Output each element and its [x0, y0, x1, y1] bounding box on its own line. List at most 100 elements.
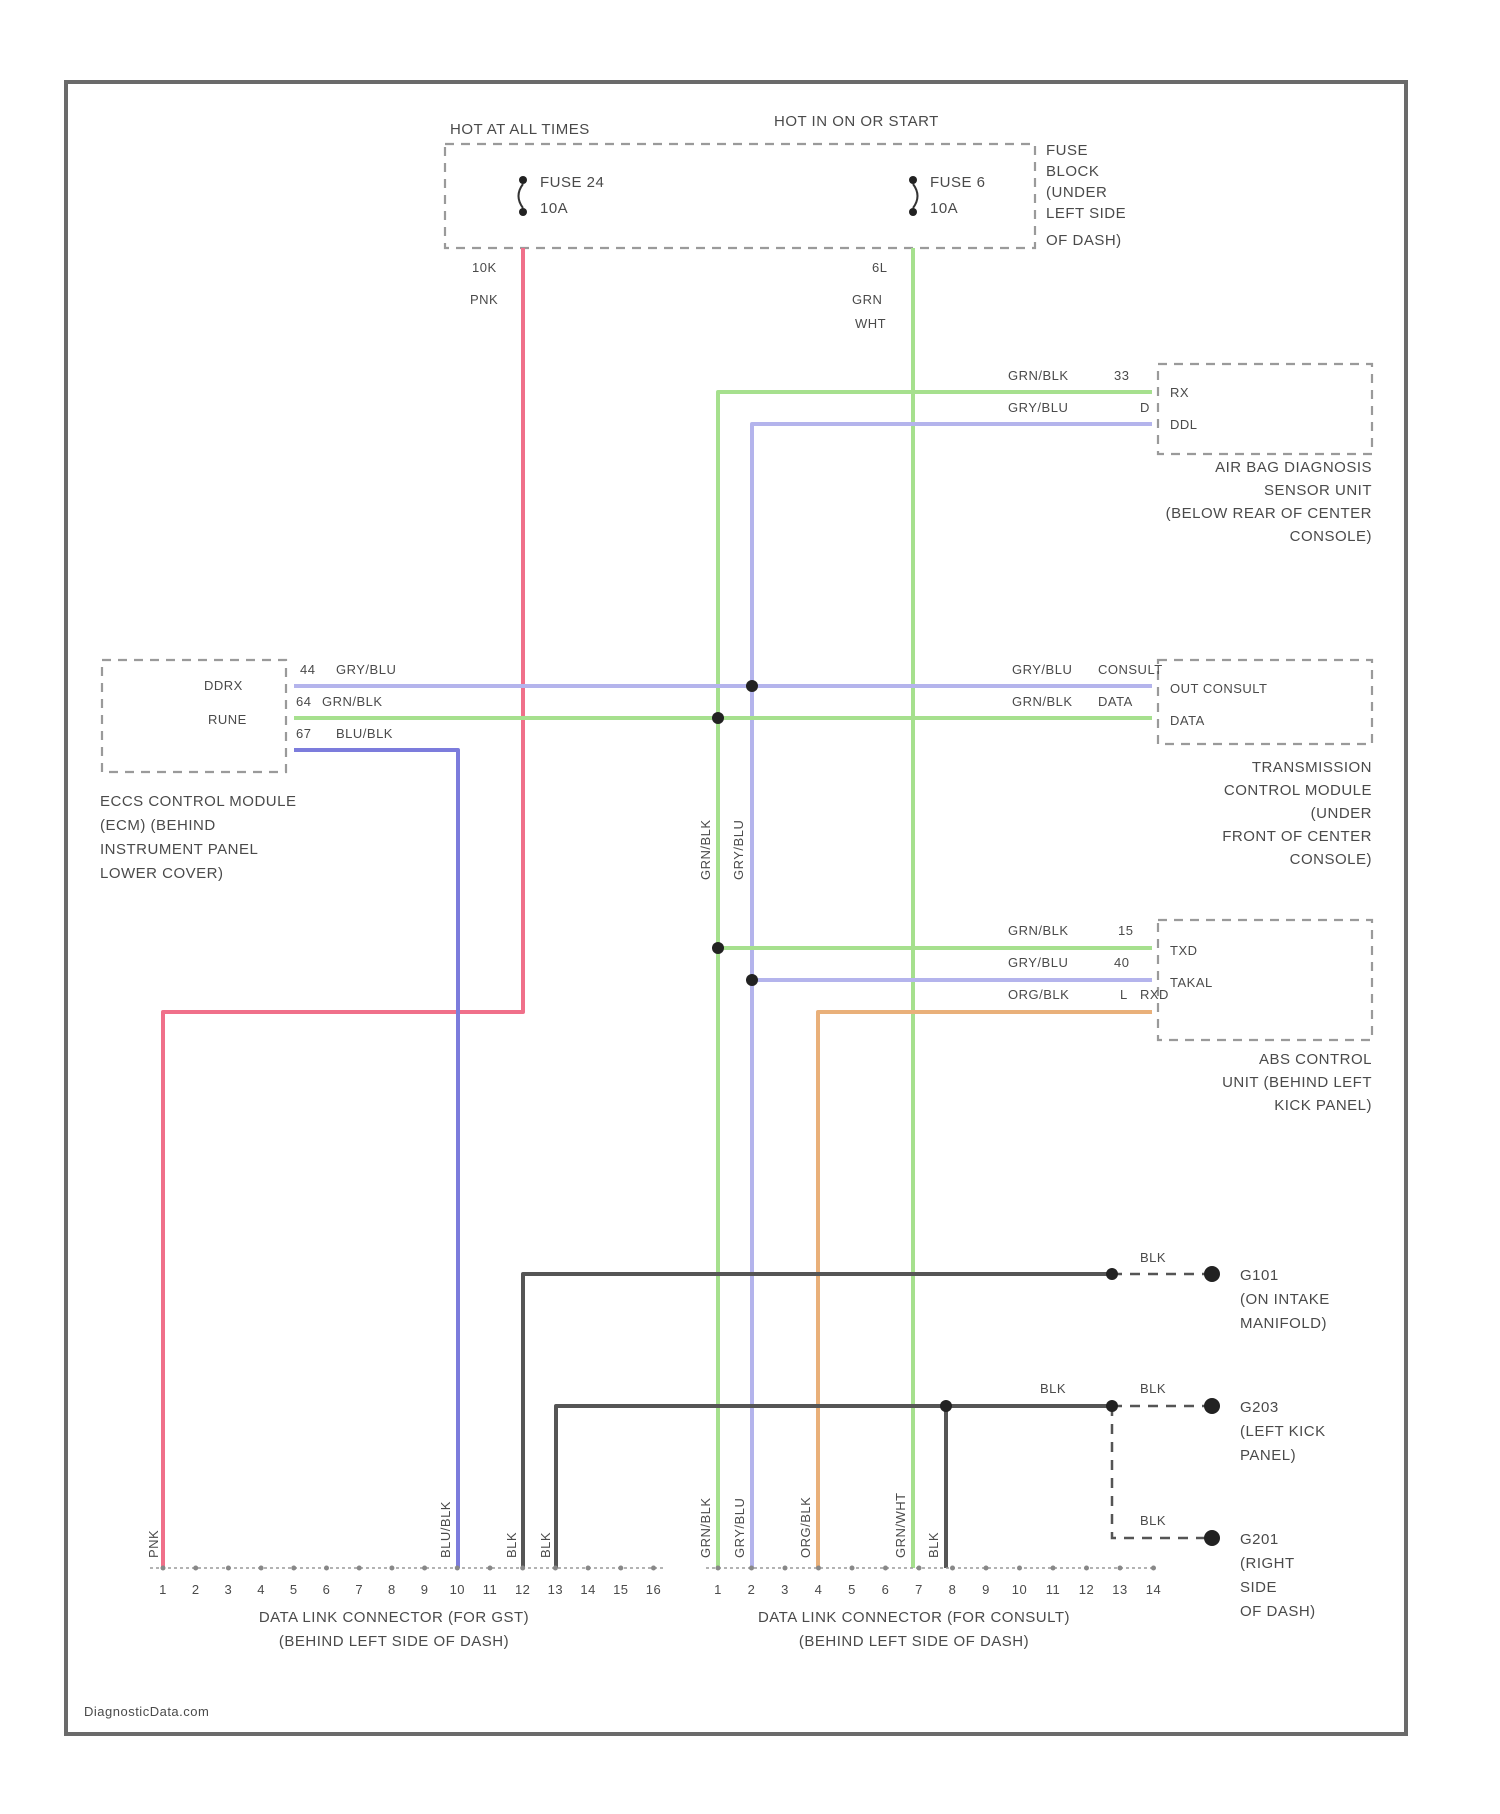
gst-pin-dot [259, 1566, 264, 1571]
ground-g203-name-1: G203 [1240, 1399, 1279, 1416]
tcm-outline [1158, 660, 1372, 744]
airbag-unit-outline [1158, 364, 1372, 454]
consult-pin-number: 5 [848, 1582, 856, 1597]
eccs-pin-3: 67 [296, 726, 311, 741]
gst-pin-number: 2 [192, 1582, 200, 1597]
eccs-module-outline [102, 660, 286, 772]
consult-pin-dot [1017, 1566, 1022, 1571]
abs-term-1: TXD [1170, 943, 1198, 958]
gst-pin-number: 4 [257, 1582, 265, 1597]
ground-g101-wire: BLK [1140, 1250, 1166, 1265]
hot-at-all-times-label: HOT AT ALL TIMES [450, 121, 590, 138]
ground-g201-name-3: SIDE [1240, 1579, 1277, 1596]
consult-wire-pin-4: ORG/BLK [798, 1497, 813, 1558]
consult-name-1: DATA LINK CONNECTOR (FOR CONSULT) [758, 1609, 1070, 1626]
consult-pin-dot [883, 1566, 888, 1571]
wire-pink [163, 248, 523, 1568]
ground-g201-wire: BLK [1140, 1513, 1166, 1528]
gst-pin-dot [520, 1566, 525, 1571]
trunk-label-green-black: GRN/BLK [698, 819, 713, 880]
consult-pin-number: 4 [815, 1582, 823, 1597]
ground-g203-name-3: PANEL) [1240, 1447, 1296, 1464]
ground-g203-name-2: (LEFT KICK [1240, 1423, 1326, 1440]
gst-pin-number: 7 [355, 1582, 363, 1597]
consult-wire-pin-7: GRN/WHT [893, 1492, 908, 1558]
fuse-block-location-3: (UNDER [1046, 184, 1107, 201]
ground-g101-icon [1204, 1266, 1220, 1282]
transmission-control-module: GRY/BLU CONSULT GRN/BLK DATA OUT CONSULT… [1012, 660, 1372, 868]
eccs-pin-1: 44 [300, 662, 315, 677]
fuse-6-icon [913, 184, 918, 208]
eccs-control-module: DDRX RUNE 44 GRY/BLU 64 GRN/BLK 67 BLU/B… [100, 660, 396, 882]
airbag-term-rx: RX [1170, 385, 1189, 400]
gst-pin-dot [357, 1566, 362, 1571]
abs-wire-1: GRN/BLK [1008, 923, 1069, 938]
consult-pin-number: 13 [1112, 1582, 1127, 1597]
airbag-pin-rx: 33 [1114, 368, 1129, 383]
consult-pin-number: 1 [714, 1582, 722, 1597]
fuse-24-wire-label: PNK [470, 292, 498, 307]
ground-g101-name-1: G101 [1240, 1267, 1279, 1284]
airbag-name-4: CONSOLE) [1290, 528, 1372, 545]
fuse-24-terminal-top [519, 176, 527, 184]
gst-pin-number: 9 [421, 1582, 429, 1597]
tcm-wire-2: GRN/BLK [1012, 694, 1073, 709]
eccs-term-1: DDRX [204, 678, 243, 693]
gst-pin-number: 14 [580, 1582, 595, 1597]
eccs-name-1: ECCS CONTROL MODULE [100, 793, 296, 810]
eccs-pin-2: 64 [296, 694, 311, 709]
consult-pin-dot [816, 1566, 821, 1571]
tcm-term-1: OUT CONSULT [1170, 681, 1267, 696]
fuse-block-outline [445, 144, 1035, 248]
splice-black-g203 [1106, 1400, 1118, 1412]
consult-pin-dot [917, 1566, 922, 1571]
eccs-name-3: INSTRUMENT PANEL [100, 841, 258, 858]
gst-pin-number: 3 [225, 1582, 233, 1597]
ground-g201-name-4: OF DASH) [1240, 1603, 1316, 1620]
abs-term-2: TAKAL [1170, 975, 1213, 990]
gst-wire-pin-13: BLK [538, 1532, 553, 1558]
consult-pin-number: 9 [982, 1582, 990, 1597]
gst-pin-number: 16 [646, 1582, 661, 1597]
fuse-24-label: FUSE 24 [540, 174, 604, 191]
wires [163, 248, 1210, 1568]
consult-pin-number: 7 [915, 1582, 923, 1597]
fuse-block-location-1: FUSE [1046, 142, 1088, 159]
consult-pin-number: 2 [748, 1582, 756, 1597]
gst-pin-number: 11 [483, 1582, 498, 1597]
airbag-wire-rx: GRN/BLK [1008, 368, 1069, 383]
consult-pin-dot [950, 1566, 955, 1571]
ground-g203-wire-b: BLK [1140, 1381, 1166, 1396]
eccs-term-2: RUNE [208, 712, 247, 727]
tcm-name-2: CONTROL MODULE [1224, 782, 1372, 799]
splice-green-black-abs [712, 942, 724, 954]
gst-name-2: (BEHIND LEFT SIDE OF DASH) [279, 1633, 509, 1650]
tcm-pin-1: CONSULT [1098, 662, 1163, 677]
eccs-name-4: LOWER COVER) [100, 865, 224, 882]
consult-pin-dot [783, 1566, 788, 1571]
fuse-6-wire-label-2: WHT [855, 316, 886, 331]
gst-pin-dot [586, 1566, 591, 1571]
ground-g203-icon [1204, 1398, 1220, 1414]
gst-wire-pin-1: PNK [146, 1530, 161, 1558]
consult-pin-dot [1051, 1566, 1056, 1571]
gst-wire-pin-12: BLK [504, 1532, 519, 1558]
consult-pin-dot [850, 1566, 855, 1571]
ground-g201-icon [1204, 1530, 1220, 1546]
airbag-name-3: (BELOW REAR OF CENTER [1166, 505, 1372, 522]
gst-pin-number: 8 [388, 1582, 396, 1597]
tcm-term-2: DATA [1170, 713, 1205, 728]
fuse-6-rating: 10A [930, 200, 958, 217]
abs-wire-3: ORG/BLK [1008, 987, 1069, 1002]
fuse-6-terminal-top [909, 176, 917, 184]
abs-wire-2: GRY/BLU [1008, 955, 1068, 970]
ground-g201-name-1: G201 [1240, 1531, 1279, 1548]
airbag-name-2: SENSOR UNIT [1264, 482, 1372, 499]
airbag-pin-ddl: D [1140, 400, 1150, 415]
gst-pin-dot [553, 1566, 558, 1571]
gst-pin-dot [291, 1566, 296, 1571]
abs-name-1: ABS CONTROL [1259, 1051, 1372, 1068]
fuse-24-terminal-bottom [519, 208, 527, 216]
consult-pin-dot [749, 1566, 754, 1571]
